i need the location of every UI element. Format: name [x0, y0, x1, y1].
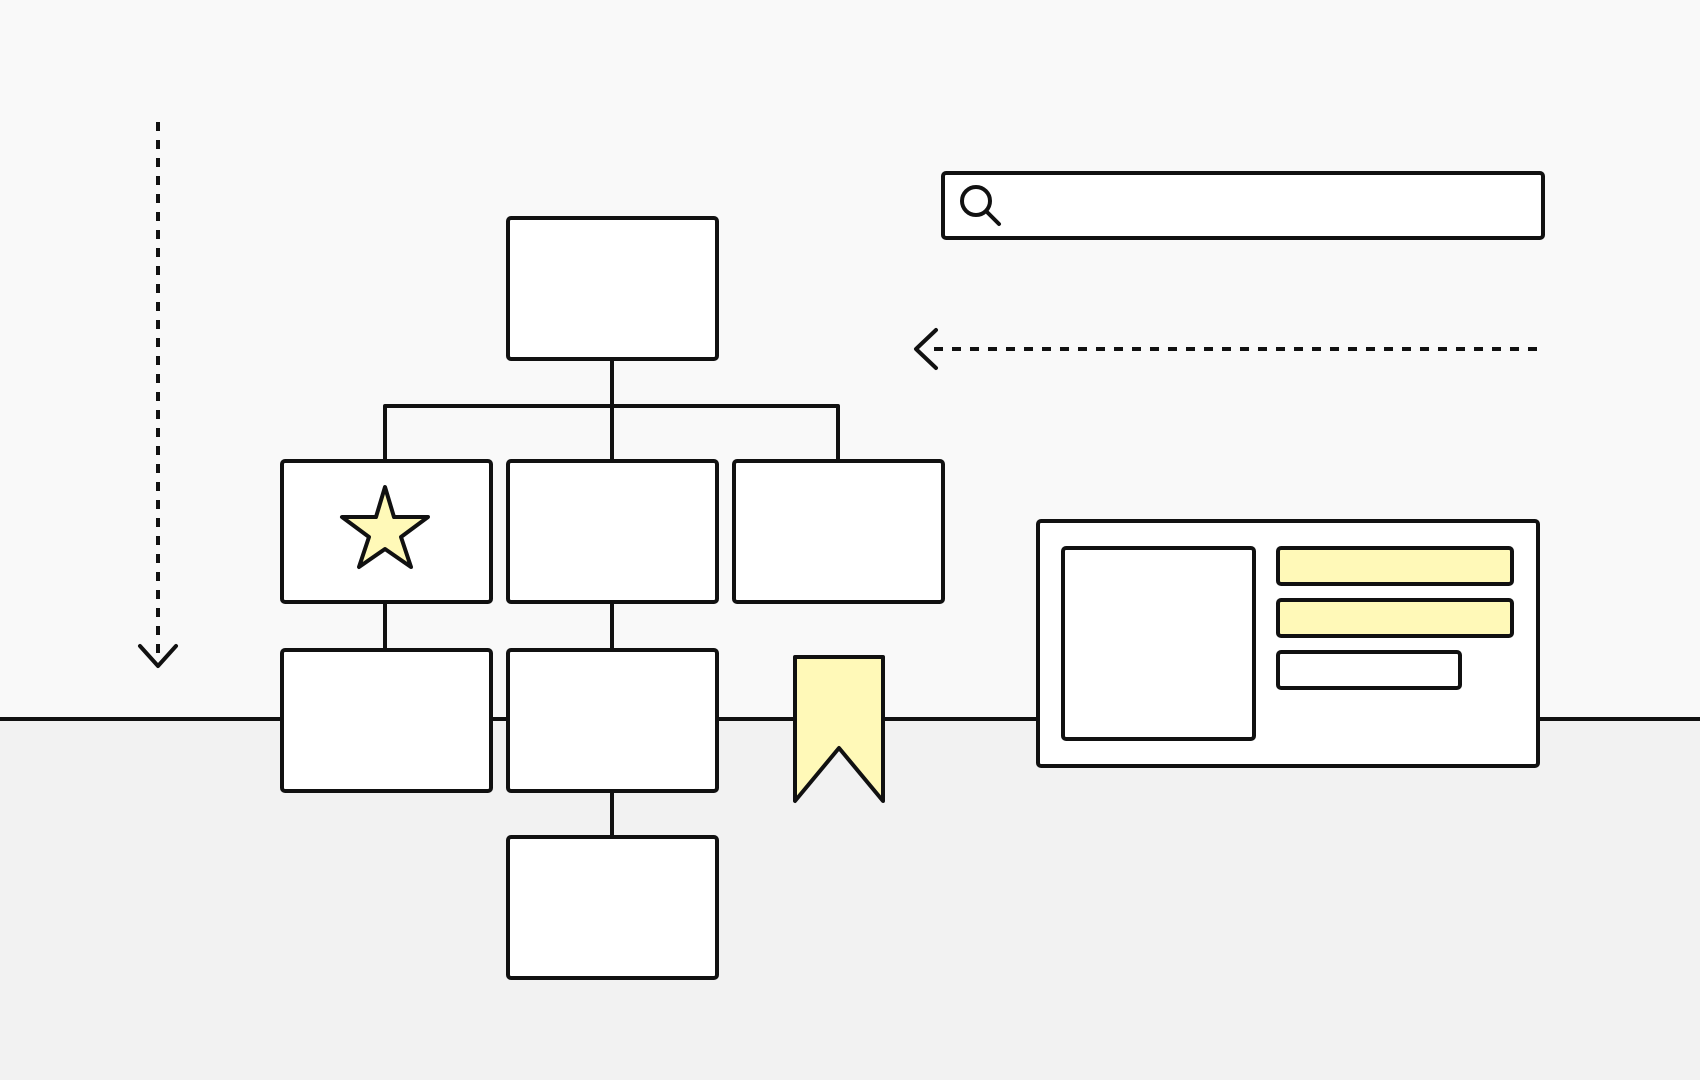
org-node[interactable]: [732, 459, 945, 604]
org-node[interactable]: [506, 459, 719, 604]
search-icon: [960, 185, 1001, 226]
org-node[interactable]: [506, 648, 719, 793]
arrow-left-dotted: [914, 328, 1537, 370]
detail-card[interactable]: [1036, 519, 1540, 768]
org-chart: [280, 216, 945, 980]
org-node[interactable]: [280, 648, 493, 793]
background-lower: [0, 718, 1700, 1080]
card-line: [1276, 650, 1462, 690]
org-node[interactable]: [506, 835, 719, 980]
card-image-placeholder: [1061, 546, 1256, 741]
card-line-highlight: [1276, 546, 1514, 586]
card-line-highlight: [1276, 598, 1514, 638]
star-icon: [340, 485, 430, 569]
search-bar[interactable]: [941, 171, 1545, 240]
org-chart-connectors: [383, 357, 840, 839]
org-node-root[interactable]: [506, 216, 719, 361]
arrow-down-dotted: [138, 122, 178, 668]
bookmark-icon[interactable]: [793, 655, 885, 803]
